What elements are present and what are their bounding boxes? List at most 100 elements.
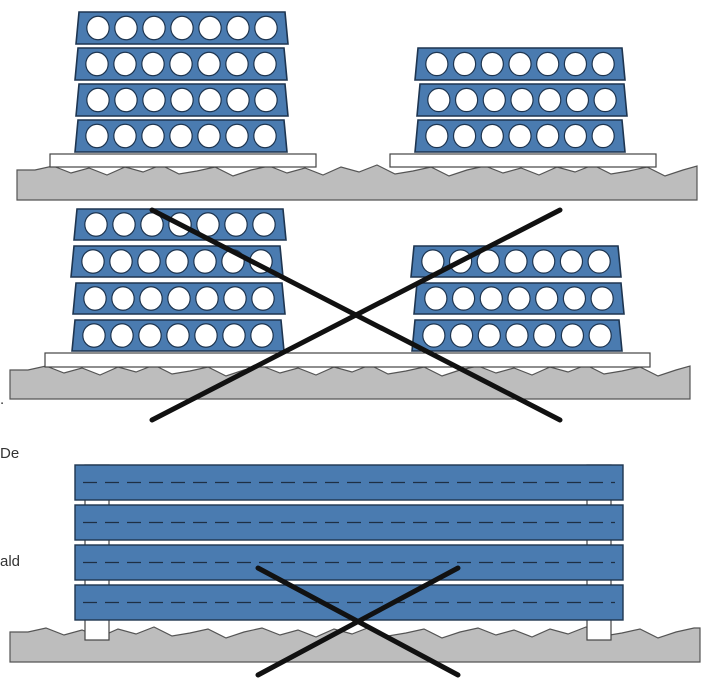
text-fragment-dot: . [0, 391, 5, 408]
text-fragment-ald: ald [0, 553, 21, 570]
hollow-core [565, 87, 590, 113]
hollow-core [198, 87, 222, 113]
hollow-core [197, 123, 221, 149]
hollow-core [480, 51, 504, 77]
hollow-core [251, 286, 275, 311]
hollow-core [424, 286, 448, 311]
hollow-core [141, 123, 165, 149]
solid-slab [74, 544, 624, 581]
hollow-core [591, 51, 615, 77]
hollow-core [114, 87, 138, 113]
cross-mark [255, 565, 461, 678]
cross-mark [149, 207, 563, 423]
hollow-core [113, 123, 137, 149]
hollow-core [422, 323, 446, 348]
hollow-core [81, 249, 105, 274]
hollow-core [170, 87, 194, 113]
hollow-core [223, 286, 247, 311]
text-fragment-de: De [0, 445, 20, 462]
hollow-core [562, 286, 587, 311]
hollow-core [253, 123, 277, 149]
hollow-core [86, 15, 110, 41]
hollow-core [454, 87, 479, 113]
hollowcore-slab [71, 319, 285, 352]
hollow-core [195, 286, 219, 311]
hollow-core [559, 249, 584, 274]
solid-slab [74, 464, 624, 501]
hollowcore-slab [410, 245, 622, 278]
hollow-core [224, 212, 248, 237]
hollow-core [109, 249, 133, 274]
hollow-core [198, 15, 222, 41]
hollow-core [165, 249, 189, 274]
hollow-core [449, 323, 474, 348]
hollow-core [452, 123, 477, 149]
hollow-core [226, 15, 250, 41]
support-full-width [44, 352, 651, 368]
hollow-core [588, 323, 612, 348]
hollow-core [505, 323, 529, 348]
hollow-core [138, 323, 162, 348]
hollow-core [254, 15, 278, 41]
hollow-core [86, 87, 110, 113]
hollow-core [225, 51, 249, 77]
hollow-core [535, 286, 559, 311]
hollow-core [112, 212, 136, 237]
hollowcore-slab [72, 282, 286, 315]
hollow-core [254, 87, 278, 113]
hollow-core [476, 249, 500, 274]
ground [16, 164, 698, 201]
support-left [49, 153, 317, 168]
scene-incorrect-stacking-crossed [9, 207, 691, 423]
hollow-core [507, 286, 531, 311]
hollow-core [504, 249, 528, 274]
hollow-core [427, 87, 451, 113]
hollow-core [532, 249, 556, 274]
scene-correct-stacking [16, 11, 698, 201]
hollow-core [222, 323, 246, 348]
hollow-core [110, 323, 134, 348]
hollowcore-slab [74, 119, 288, 153]
hollow-core [477, 323, 501, 348]
hollowcore-slab [75, 11, 289, 45]
hollowcore-slab [414, 119, 626, 153]
hollow-core [590, 286, 614, 311]
hollow-core [141, 51, 165, 77]
hollow-core [508, 123, 532, 149]
hollow-core [563, 123, 588, 149]
hollow-core [169, 123, 193, 149]
hollow-core [166, 323, 190, 348]
hollow-core [139, 286, 163, 311]
hollow-core [452, 51, 477, 77]
support-right [389, 153, 657, 168]
hollow-core [137, 249, 161, 274]
stack-right [414, 47, 628, 153]
hollow-core [587, 249, 611, 274]
hollow-core [194, 323, 218, 348]
hollow-core [563, 51, 588, 77]
stack-right [410, 245, 625, 352]
hollow-core [536, 51, 560, 77]
hollow-core [533, 323, 557, 348]
hollow-core [142, 15, 166, 41]
hollow-core [85, 123, 109, 149]
solid-slab [74, 504, 624, 541]
hollow-core [508, 51, 532, 77]
stack-left [70, 208, 287, 352]
hollowcore-slab [74, 47, 288, 81]
hollow-core [197, 51, 221, 77]
scene-incorrect-solid-stacking-crossed [9, 464, 701, 678]
stack-left [74, 11, 289, 153]
hollow-core [85, 51, 109, 77]
ground [9, 364, 691, 400]
hollow-core [451, 286, 476, 311]
hollow-core [560, 323, 585, 348]
hollow-core [536, 123, 560, 149]
hollowcore-slab [413, 282, 625, 315]
hollowcore-slab [416, 83, 628, 117]
hollow-core [252, 212, 276, 237]
hollow-core [169, 51, 193, 77]
hollow-core [113, 51, 137, 77]
hollow-core [83, 286, 107, 311]
